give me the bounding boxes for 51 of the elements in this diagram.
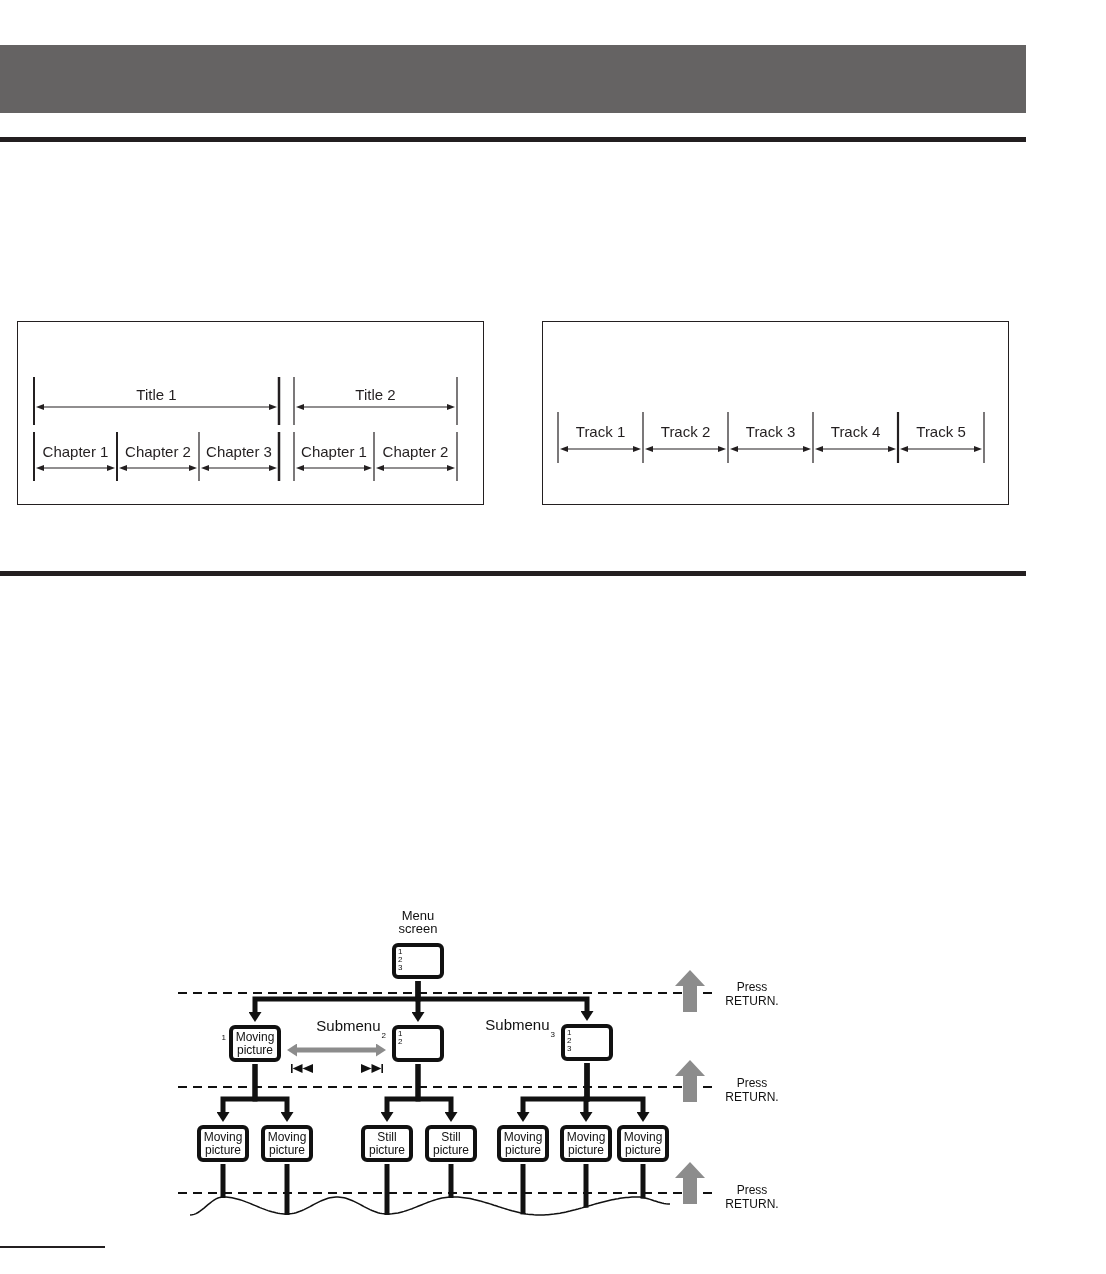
segment-label: Chapter 1	[301, 443, 367, 461]
arrow	[415, 981, 594, 1021]
diagram-panel	[542, 321, 1009, 505]
screen-label: Moving picture	[565, 1131, 607, 1156]
segment-label: Chapter 3	[206, 443, 272, 461]
screen-heading: Submenu$_{2}$	[316, 1018, 386, 1036]
segment-label: Track 4	[830, 423, 881, 441]
connector-line	[220, 1164, 226, 1198]
side-number: 1	[221, 1033, 226, 1042]
segment-label: Title 1	[136, 386, 177, 404]
segment-label: Chapter 2	[382, 443, 449, 461]
instruction-label: Press RETURN.	[724, 1183, 780, 1211]
arrow	[584, 1063, 650, 1122]
screen-frame	[261, 1125, 313, 1162]
screen-frame	[560, 1125, 612, 1162]
arrow	[252, 1064, 294, 1122]
connector-line	[520, 1164, 526, 1215]
segment-label: Track 1	[575, 423, 626, 441]
connector-line	[448, 1164, 454, 1198]
connector-line	[384, 1164, 390, 1215]
menu-numbers: 1 2 3	[567, 1029, 572, 1053]
instruction-label: Press RETURN.	[724, 980, 780, 1008]
segment-label: Chapter 2	[125, 443, 191, 461]
connector-line	[284, 1164, 290, 1215]
screen-label: Moving picture	[622, 1131, 664, 1156]
screen-label: Moving picture	[202, 1131, 244, 1156]
screen-frame	[361, 1125, 413, 1162]
menu-numbers: 1 2	[398, 1030, 403, 1046]
instruction-label: Press RETURN.	[724, 1076, 780, 1104]
screen-frame	[497, 1125, 549, 1162]
double-arrow	[287, 1043, 386, 1057]
diagram-panel	[17, 321, 484, 505]
screen-label: Moving picture	[266, 1131, 308, 1156]
segment-label: Track 2	[660, 423, 711, 441]
screen-frame	[197, 1125, 249, 1162]
segment-label: Track 3	[745, 423, 796, 441]
screen-frame	[425, 1125, 477, 1162]
screen-heading: Menu screen	[398, 909, 438, 935]
segment-label: Chapter 1	[42, 443, 109, 461]
segment-label: Title 2	[355, 386, 396, 404]
arrow	[415, 1064, 458, 1122]
screen-frame	[617, 1125, 669, 1162]
screen-label: Moving picture	[502, 1131, 544, 1156]
segment-label: Track 5	[916, 423, 966, 441]
screen-label: Moving picture	[234, 1031, 276, 1056]
screen-label: Still picture	[432, 1131, 470, 1156]
connector-line	[640, 1164, 646, 1199]
screen-label: Still picture	[368, 1131, 406, 1156]
screen-heading: Submenu$_{3}$	[485, 1017, 555, 1035]
menu-numbers: 1 2 3	[398, 948, 403, 972]
connector-line	[583, 1164, 589, 1208]
